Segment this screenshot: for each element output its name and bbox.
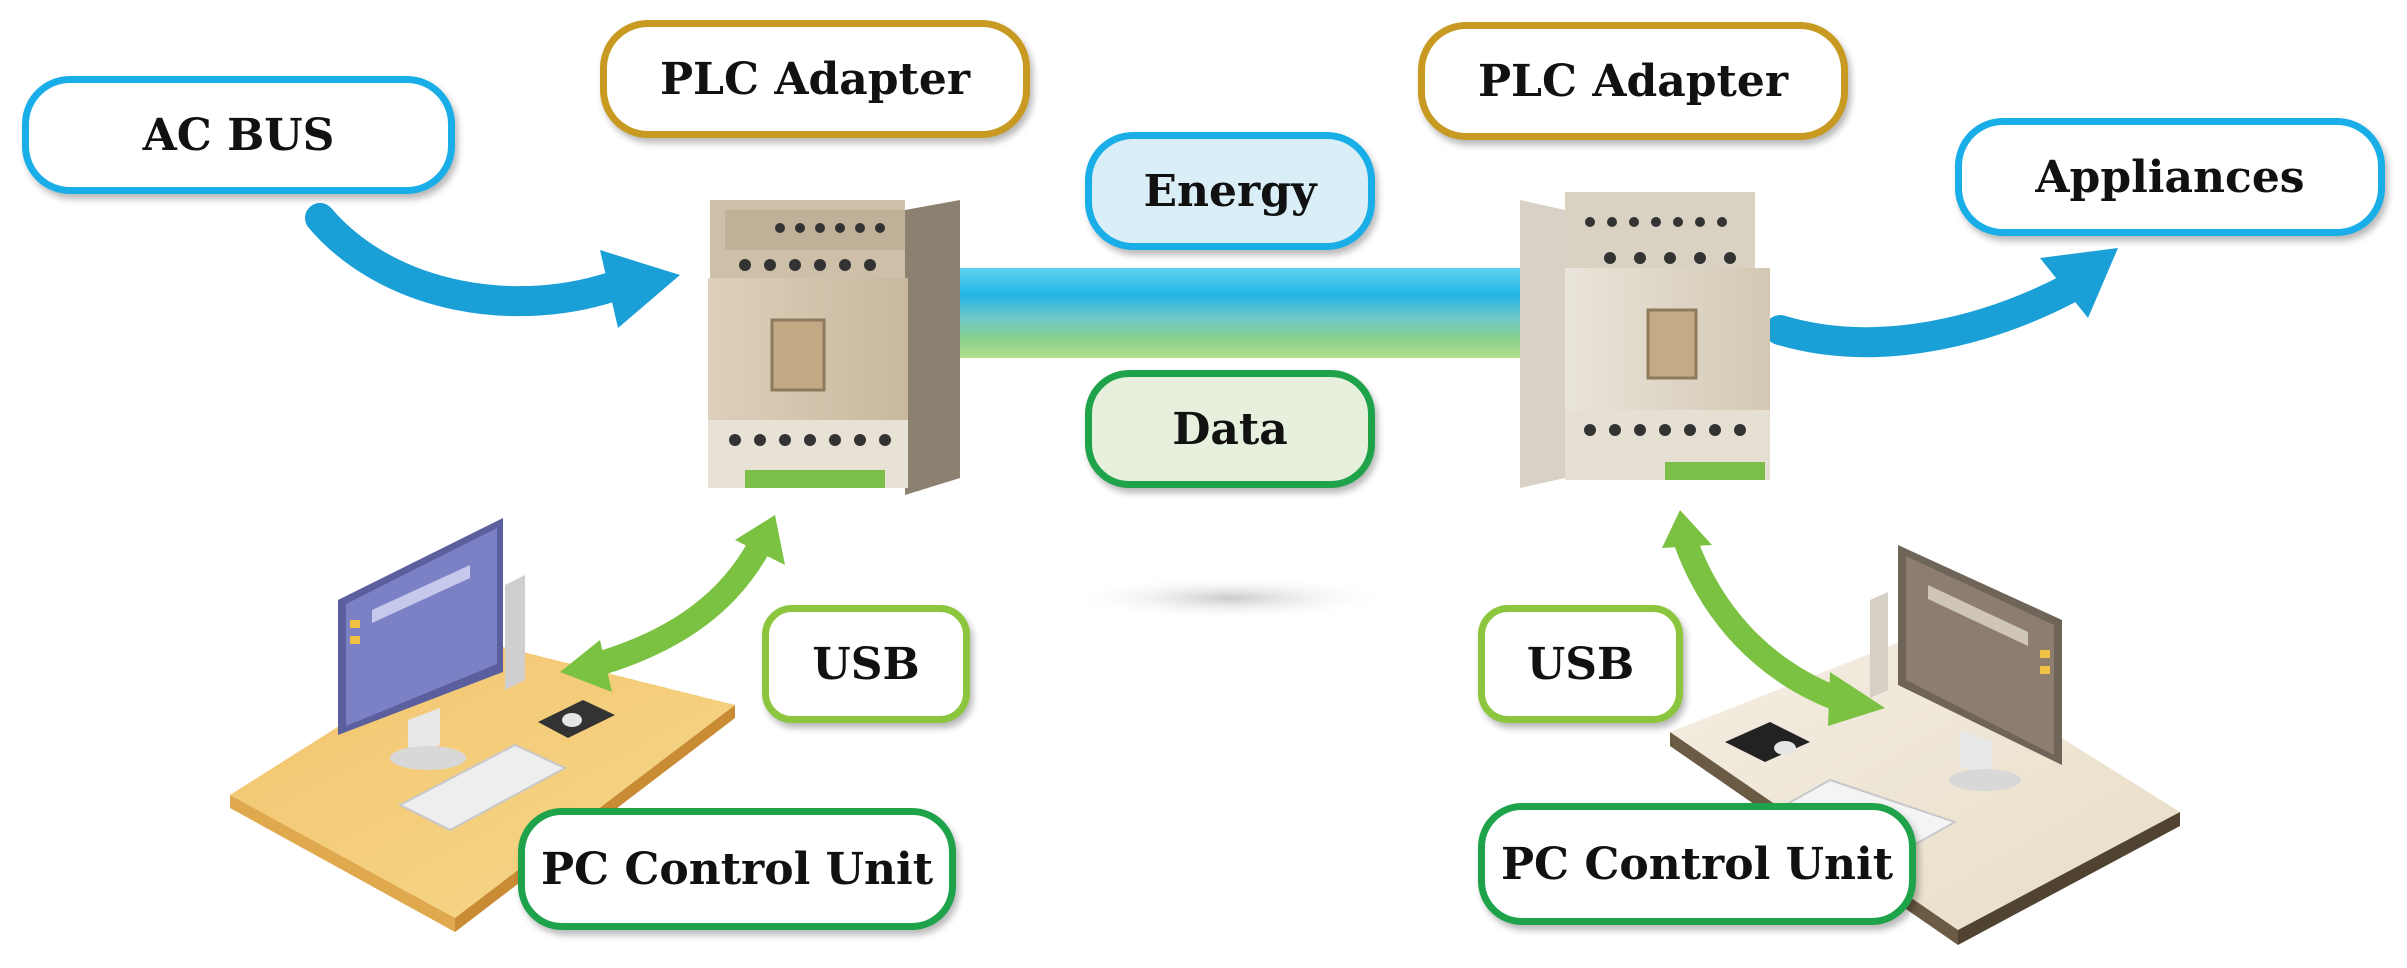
- usb-bidirectional-arrow-icon: [1662, 510, 1885, 726]
- usb-right-label: USB: [1478, 605, 1683, 723]
- power-line-cable: [930, 268, 1530, 358]
- cable-shadow: [1070, 576, 1390, 620]
- pc-control-unit-right-label: PC Control Unit: [1478, 803, 1916, 925]
- plc-adapter-left-label: PLC Adapter: [600, 20, 1030, 138]
- plc-adapter-device-icon: [708, 200, 960, 495]
- ac-bus-label: AC BUS: [22, 76, 455, 194]
- usb-left-label: USB: [762, 605, 970, 723]
- data-label: Data: [1085, 370, 1375, 488]
- appliances-label: Appliances: [1955, 118, 2385, 236]
- appliances-arrow-icon: [1765, 248, 2118, 358]
- pc-control-unit-left-label: PC Control Unit: [518, 808, 956, 930]
- ac-bus-arrow-icon: [305, 203, 680, 328]
- energy-label: Energy: [1085, 132, 1375, 250]
- plc-adapter-device-icon: [1520, 192, 1770, 488]
- plc-adapter-right-label: PLC Adapter: [1418, 22, 1848, 140]
- usb-bidirectional-arrow-icon: [560, 515, 785, 692]
